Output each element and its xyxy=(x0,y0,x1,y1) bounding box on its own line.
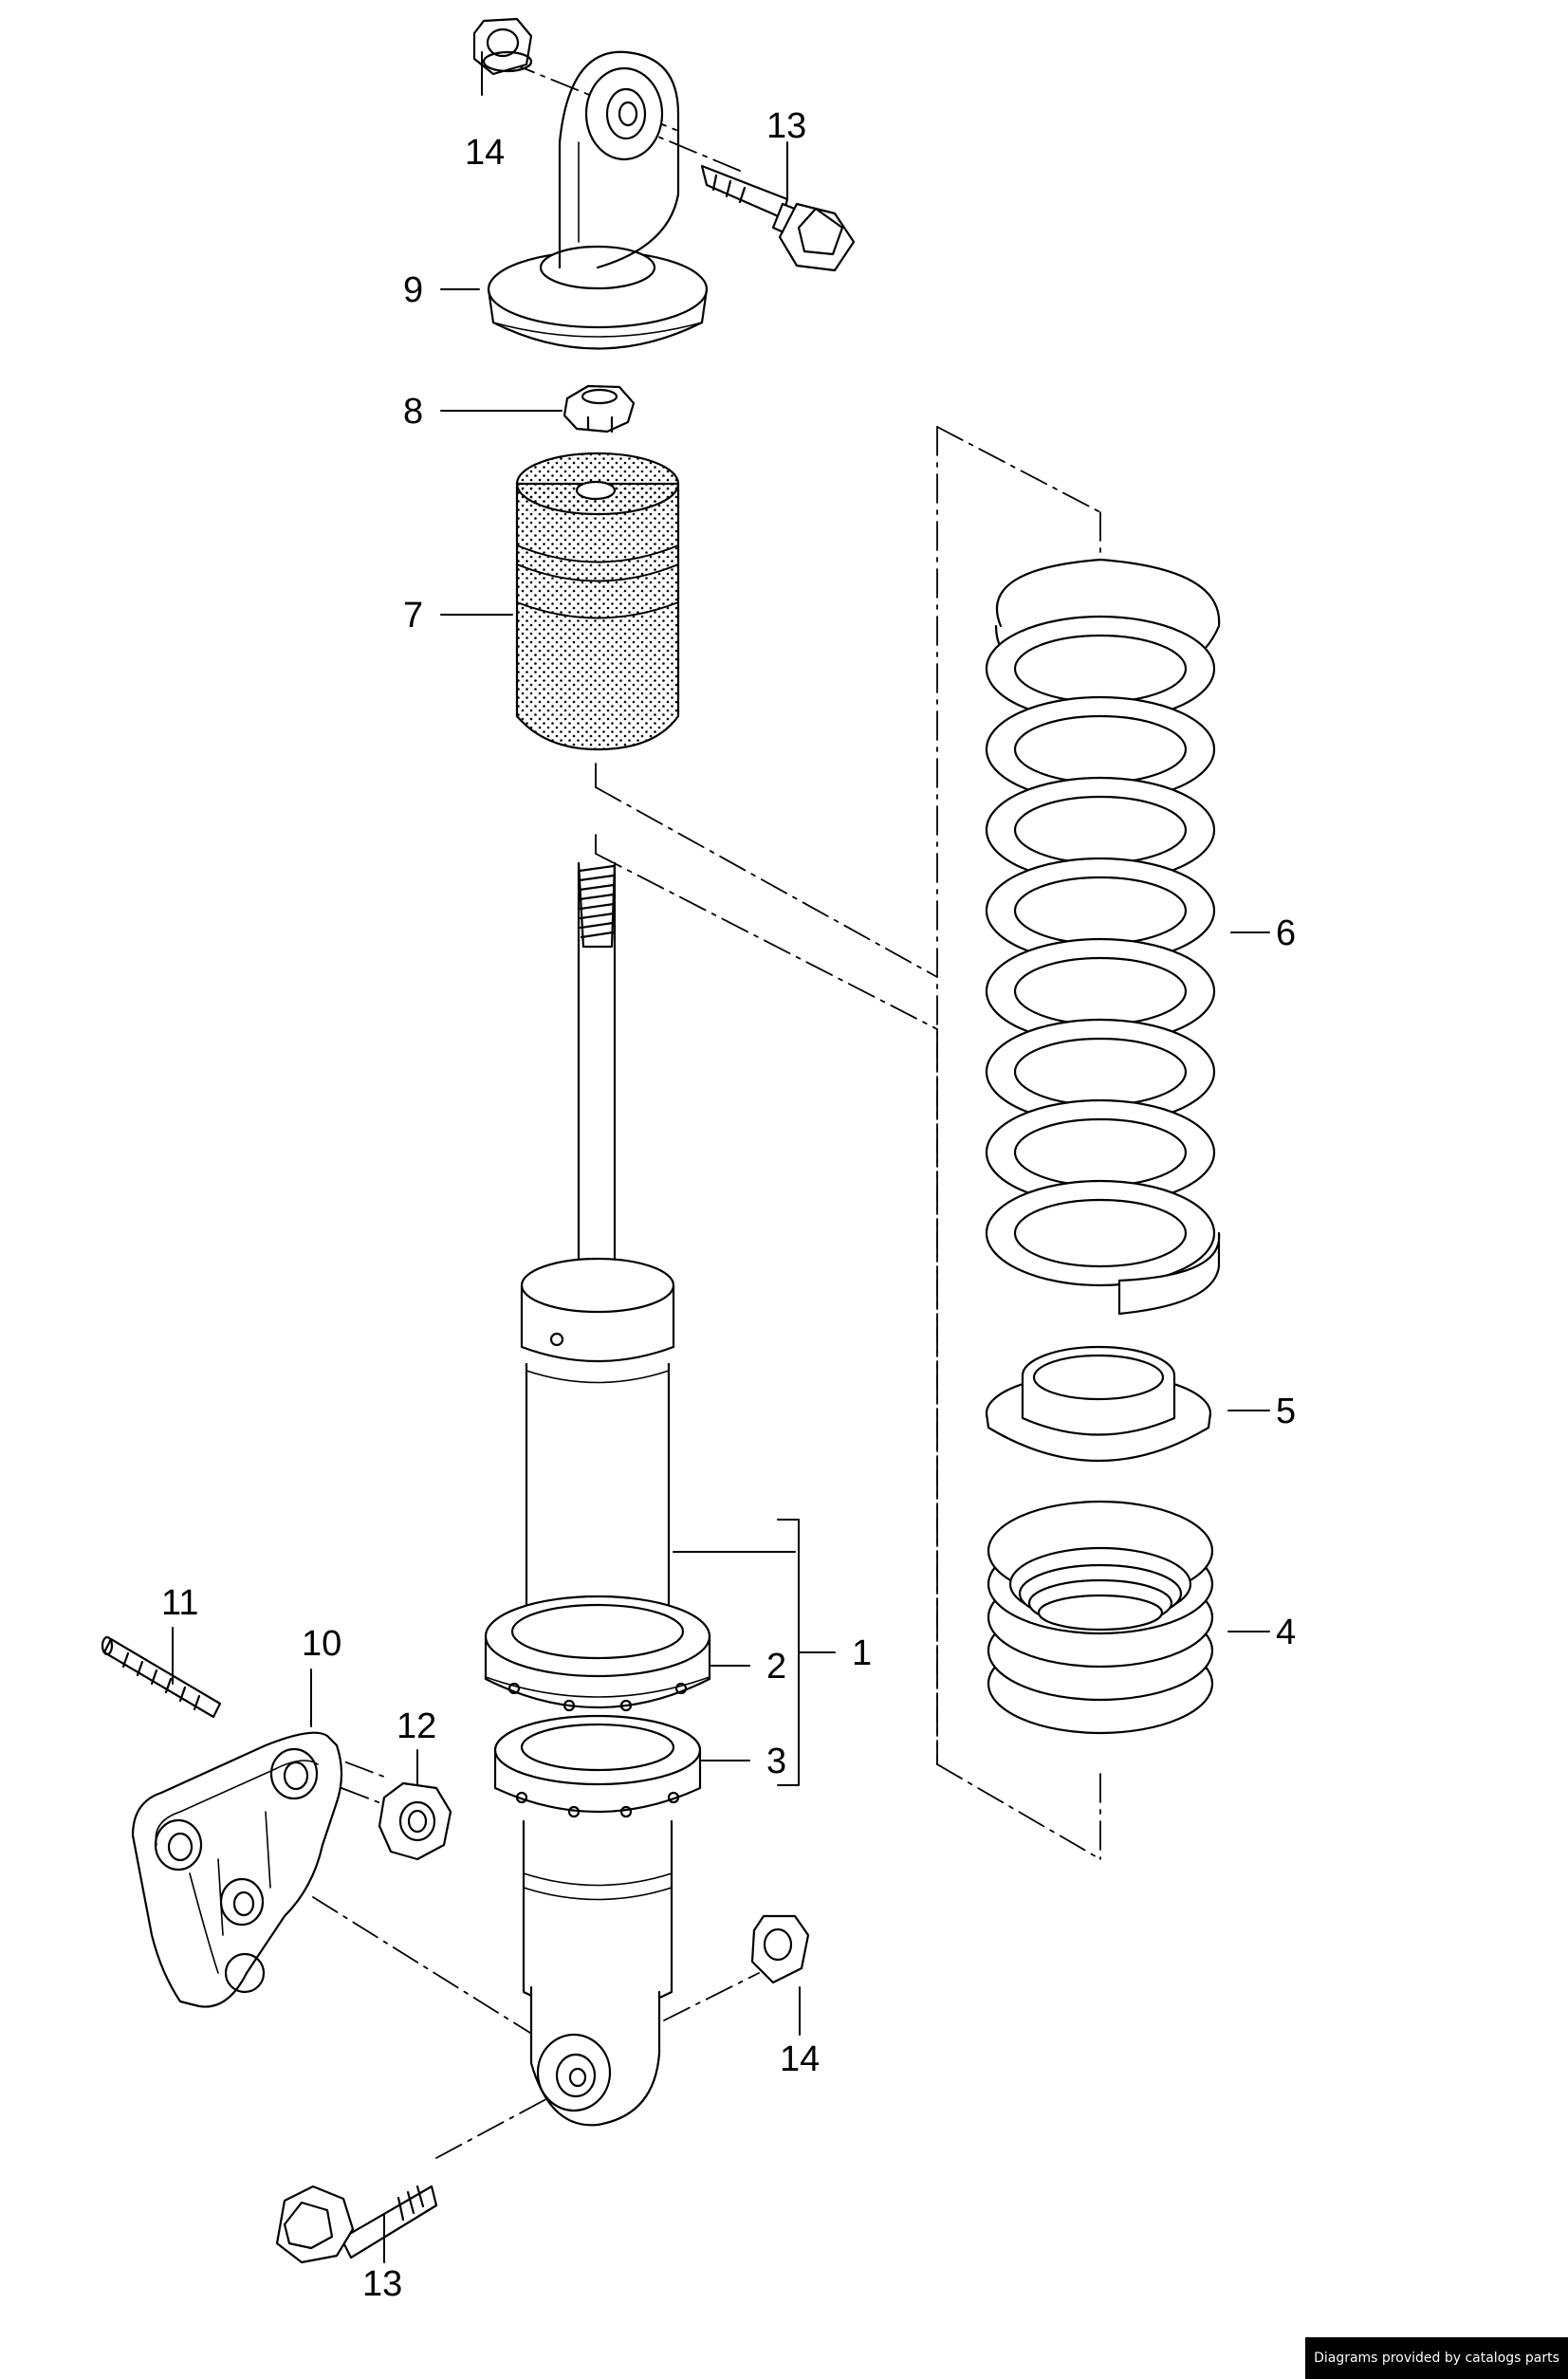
callout-3: 3 xyxy=(766,1742,786,1781)
bolt-top xyxy=(700,164,856,272)
leader-lines xyxy=(172,51,1270,2263)
credit-footer: Diagrams provided by catalogs parts xyxy=(1305,2337,1568,2379)
bump-stop xyxy=(515,452,680,751)
callout-11: 11 xyxy=(161,1583,198,1623)
callout-7: 7 xyxy=(403,596,423,636)
bolt-lower xyxy=(275,2185,438,2264)
bracket xyxy=(131,1731,343,2008)
callout-12: 12 xyxy=(397,1706,436,1746)
callout-4: 4 xyxy=(1276,1613,1296,1652)
assembly-lines xyxy=(301,61,1101,2159)
callout-14-top: 14 xyxy=(465,133,505,173)
callout-labels: 14 13 9 8 7 6 5 4 2 1 3 11 10 12 14 13 xyxy=(161,106,1296,2304)
nut-12 xyxy=(378,1781,452,1861)
callout-14-lower: 14 xyxy=(780,2039,820,2079)
collar-3 xyxy=(493,1714,702,1818)
damper-rod xyxy=(577,861,617,1297)
spring-seat xyxy=(985,1345,1212,1462)
damper-lower xyxy=(522,1819,673,2127)
top-mount xyxy=(487,50,709,350)
nut-8 xyxy=(563,384,636,433)
callout-5: 5 xyxy=(1276,1392,1296,1431)
stud xyxy=(101,1635,222,1719)
callout-2: 2 xyxy=(766,1647,786,1687)
callout-10: 10 xyxy=(302,1624,341,1664)
helper-spring xyxy=(987,1500,1214,1735)
callout-1: 1 xyxy=(852,1633,872,1673)
collar-2 xyxy=(484,1595,711,1712)
coil-spring xyxy=(985,558,1221,1316)
callout-8: 8 xyxy=(403,392,423,432)
damper-body xyxy=(520,1257,675,1648)
nut-top xyxy=(472,17,533,76)
nut-lower xyxy=(750,1914,810,1984)
callout-13-lower: 13 xyxy=(362,2264,402,2304)
callout-13-top: 13 xyxy=(766,106,806,146)
callout-6: 6 xyxy=(1276,913,1296,953)
callout-9: 9 xyxy=(403,270,423,310)
